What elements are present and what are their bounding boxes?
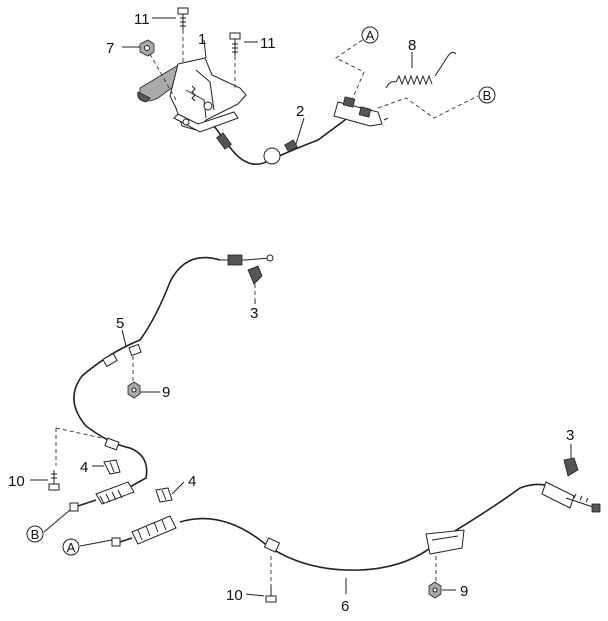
reference-B-bottom-label: B (31, 527, 40, 542)
callout-9-bottom: 9 (460, 583, 468, 600)
reference-A-top-label: A (366, 28, 375, 43)
callout-1: 1 (198, 31, 206, 48)
callout-11-right: 11 (260, 35, 276, 52)
reference-A-top: A (361, 26, 379, 44)
callout-5: 5 (116, 315, 124, 332)
bolt-10-bottom (265, 556, 277, 603)
callout-9-upper: 9 (162, 384, 170, 401)
reference-A-bottom-label: A (67, 540, 76, 555)
front-cable-2 (231, 113, 351, 166)
callout-10-bottom: 10 (226, 587, 243, 604)
reference-B-top: B (478, 86, 496, 104)
callout-7: 7 (106, 40, 114, 57)
nut-9-upper (127, 356, 141, 399)
reference-A-bottom: A (62, 538, 80, 556)
equalizer (333, 96, 389, 127)
callout-4-left: 4 (80, 459, 88, 476)
clip-4-right (155, 487, 173, 503)
rear-cable-right-6 (111, 481, 601, 571)
nut-9-bottom (428, 556, 442, 599)
callout-10-left: 10 (8, 473, 25, 490)
callout-8: 8 (408, 37, 416, 54)
callout-11-left: 11 (134, 11, 150, 28)
bolt-11-left (177, 7, 189, 62)
callout-4-right: 4 (188, 473, 196, 490)
callout-3-upper: 3 (250, 305, 258, 322)
callout-3-right: 3 (566, 427, 574, 444)
callout-2: 2 (296, 103, 304, 120)
reference-B-bottom: B (26, 525, 44, 543)
clip-4-left (103, 459, 121, 475)
callout-leaders (30, 17, 456, 597)
reference-B-top-label: B (483, 88, 492, 103)
callout-6: 6 (341, 598, 349, 615)
bolt-10-left (48, 470, 60, 491)
bolt-11-right (229, 32, 241, 88)
clip-3-upper (247, 265, 263, 300)
clip-3-right (563, 444, 579, 477)
nut-7 (139, 39, 177, 101)
rear-cable-left-5 (69, 254, 274, 512)
return-spring-8 (385, 51, 457, 89)
brake-lever-assembly (137, 57, 247, 151)
